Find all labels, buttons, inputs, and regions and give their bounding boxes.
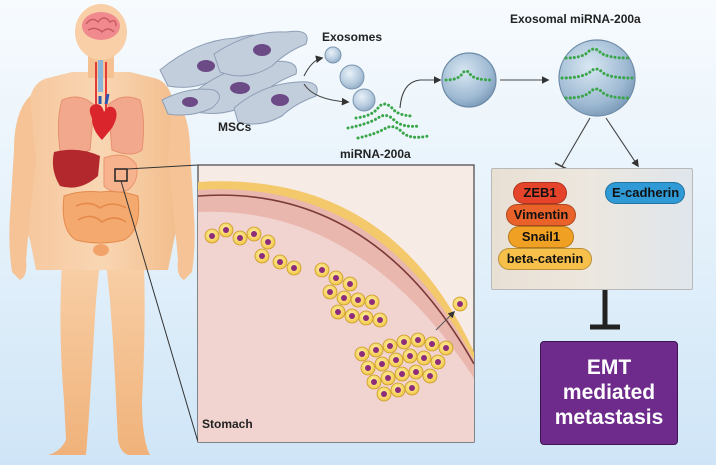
msc-label: MSCs: [218, 120, 252, 134]
exosomal-mirna-label: Exosomal miRNA-200a: [510, 12, 641, 26]
inhibition-line: [561, 117, 591, 167]
stomach-organ-icon: [103, 154, 138, 193]
heart-icon: [89, 104, 117, 140]
left-leg: [48, 262, 100, 455]
exosome-vesicle: [352, 88, 376, 112]
exosome-vesicle: [324, 46, 342, 64]
target-snail1: Snail1: [508, 226, 574, 248]
target-zeb1: ZEB1: [513, 182, 567, 204]
left-arm: [9, 96, 37, 280]
loading-arrow: [399, 76, 442, 109]
right-leg: [106, 262, 150, 455]
mirna-label: miRNA-200a: [340, 147, 411, 161]
tumor-cell-cluster: [204, 222, 468, 402]
gene-target-panel: ZEB1 Vimentin Snail1 beta-catenin E-cadh…: [491, 168, 693, 290]
intestines-icon: [62, 191, 140, 244]
target-e-cadherin: E-cadherin: [605, 182, 685, 204]
outcome-line-1: EMT: [586, 356, 632, 379]
msc-cells-icon: [159, 30, 318, 125]
brain-icon: [82, 12, 120, 40]
secretion-arrow-bottom: [303, 83, 350, 106]
emt-outcome-box: EMT mediated metastasis: [540, 341, 678, 445]
loaded-exosome-icon: [558, 39, 636, 117]
zoom-line-bottom: [120, 180, 199, 443]
exosome-vesicle: [339, 64, 365, 90]
human-body-figure: [9, 4, 195, 455]
metastasis-arrow: [435, 311, 455, 331]
activation-arrow: [605, 117, 639, 168]
exosome-with-mirna: [441, 52, 497, 108]
lungs-icon: [57, 96, 145, 155]
mirna-strands-icon: [346, 102, 430, 140]
exosome-vesicles: [324, 46, 376, 112]
outcome-line-3: metastasis: [554, 406, 664, 429]
target-beta-catenin: beta-catenin: [498, 248, 592, 270]
secretion-arrow-top: [303, 55, 324, 77]
liver-icon: [52, 149, 100, 188]
target-vimentin: Vimentin: [506, 204, 576, 226]
stomach-label: Stomach: [202, 417, 253, 431]
right-arm: [168, 96, 195, 280]
zoom-line-top: [126, 164, 199, 170]
outcome-line-2: mediated: [562, 381, 656, 404]
exosomes-label: Exosomes: [322, 30, 383, 44]
stomach-inset-panel: [197, 164, 475, 443]
